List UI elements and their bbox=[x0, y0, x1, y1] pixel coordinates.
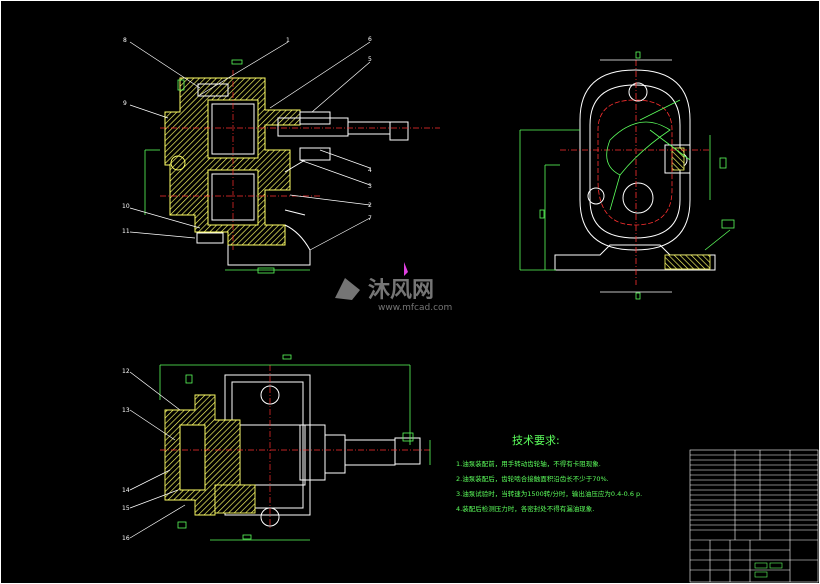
technical-requirements: 技术要求: 1.油泵装配前，用手转动齿轮轴，不得有卡阻现象. 2.油泵装配后，齿… bbox=[456, 434, 642, 513]
callout-12: 12 bbox=[122, 368, 130, 375]
callout-16: 16 bbox=[122, 535, 130, 542]
callout-8: 8 bbox=[123, 37, 127, 44]
cursor-mark bbox=[404, 262, 408, 276]
callout-15: 15 bbox=[122, 505, 130, 512]
callout-2: 2 bbox=[368, 202, 372, 209]
title-block bbox=[689, 449, 819, 583]
callout-3: 3 bbox=[368, 183, 372, 190]
watermark-url: www.mfcad.com bbox=[378, 303, 452, 313]
watermark: 沐风网 www.mfcad.com bbox=[335, 278, 452, 313]
callout-7: 7 bbox=[368, 215, 372, 222]
tech-title: 技术要求: bbox=[512, 434, 560, 447]
callout-9: 9 bbox=[123, 100, 127, 107]
tech-line-2: 2.油泵装配后，齿轮啮合接触面积沿齿长不少于70%. bbox=[456, 474, 609, 483]
callout-13: 13 bbox=[122, 407, 130, 414]
tech-line-1: 1.油泵装配前，用手转动齿轮轴，不得有卡阻现象. bbox=[456, 459, 601, 468]
front-section-view: 8 1 6 5 9 4 3 2 7 10 11 bbox=[122, 36, 440, 274]
top-view: 12 13 14 15 16 bbox=[122, 354, 431, 542]
watermark-logo-icon bbox=[335, 278, 360, 300]
side-view bbox=[519, 51, 735, 300]
tech-line-3: 3.油泵试验时，当转速为1500转/分时，输出油压应为0.4-0.6 p. bbox=[456, 489, 642, 498]
callout-6: 6 bbox=[368, 36, 372, 43]
callout-1: 1 bbox=[286, 37, 290, 44]
callout-14: 14 bbox=[122, 487, 130, 494]
callout-11: 11 bbox=[122, 228, 130, 235]
tech-line-4: 4.装配后检测压力时，各密封处不得有漏油现象. bbox=[456, 504, 594, 513]
callout-4: 4 bbox=[368, 167, 372, 174]
watermark-brand: 沐风网 bbox=[368, 278, 434, 303]
callout-5: 5 bbox=[368, 56, 372, 63]
callout-10: 10 bbox=[122, 203, 130, 210]
